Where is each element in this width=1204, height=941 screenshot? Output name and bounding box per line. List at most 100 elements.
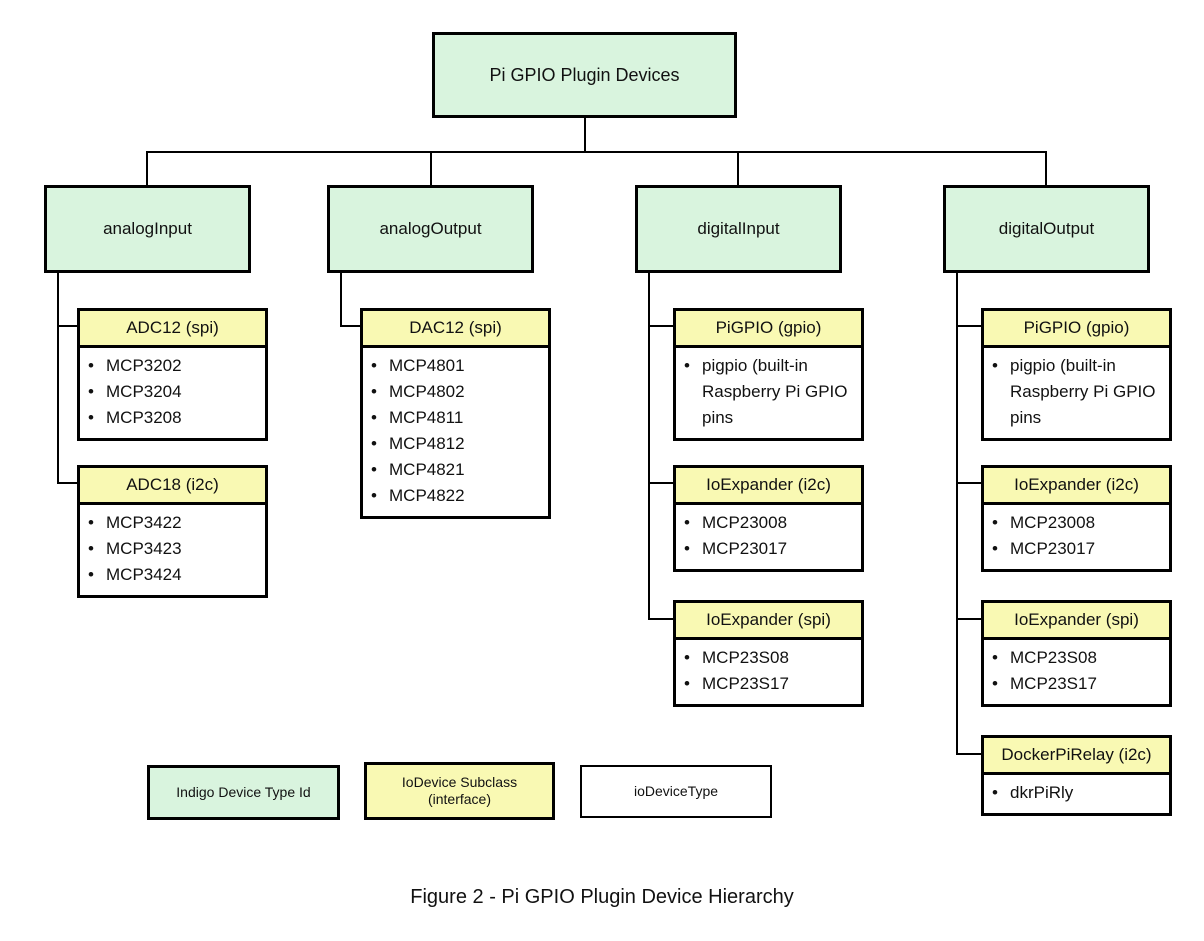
bullet-icon: • [371, 408, 377, 427]
bullet-icon: • [992, 648, 998, 667]
device-type-list: •MCP4801 •MCP4802 •MCP4811 •MCP4812 •MCP… [363, 348, 548, 516]
subclass-header: DockerPiRelay (i2c) [984, 738, 1169, 775]
bullet-icon: • [992, 539, 998, 558]
list-item: • MCP3204 [88, 379, 259, 405]
device-type: pigpio (built-in Raspberry Pi GPIO pins [702, 356, 848, 427]
list-item: • MCP4811 [371, 405, 542, 431]
legend-iodevice-subclass: IoDevice Subclass (interface) [364, 762, 555, 820]
device-type-list: •MCP23S08 •MCP23S17 [676, 640, 861, 704]
connector-root-to-bus [584, 117, 586, 152]
connector-drop-digital-input [737, 151, 739, 186]
legend-label: Indigo Device Type Id [176, 784, 311, 800]
device-type: MCP3422 [106, 513, 182, 532]
connector-stub-do-ioexpander-i2c [956, 482, 981, 484]
subclass-header: IoExpander (i2c) [984, 468, 1169, 505]
subclass-header: ADC12 (spi) [80, 311, 265, 348]
connector-stub-do-dockerpirelay [956, 753, 981, 755]
device-type: MCP23008 [1010, 513, 1096, 532]
bullet-icon: • [88, 565, 94, 584]
device-type: dkrPiRly [1010, 783, 1074, 802]
legend-label-line1: IoDevice Subclass [401, 774, 518, 790]
connector-bus [146, 151, 1047, 153]
device-type: MCP3202 [106, 356, 182, 375]
subclass-box-di-ioexpander-spi: IoExpander (spi) •MCP23S08 •MCP23S17 [673, 600, 864, 707]
device-type: MCP23008 [702, 513, 788, 532]
subclass-box-do-ioexpander-spi: IoExpander (spi) •MCP23S08 •MCP23S17 [981, 600, 1172, 707]
subclass-box-do-ioexpander-i2c: IoExpander (i2c) • MCP23008 • MCP23017 [981, 465, 1172, 572]
device-type: MCP23S08 [702, 648, 789, 667]
legend-label: ioDeviceType [633, 783, 719, 799]
list-item: •MCP3202 [88, 353, 259, 379]
bullet-icon: • [684, 356, 690, 375]
device-type: MCP4812 [389, 434, 465, 453]
connector-stub-do-ioexpander-spi [956, 618, 981, 620]
list-item: • MCP4822 [371, 483, 542, 509]
connector-trunk-analog-input [57, 272, 59, 484]
device-type: MCP3204 [106, 382, 182, 401]
category-label: digitalInput [697, 219, 780, 238]
connector-drop-analog-output [430, 151, 432, 186]
category-label: analogOutput [379, 219, 482, 238]
bullet-icon: • [88, 539, 94, 558]
list-item: • MCP23017 [684, 536, 855, 562]
list-item: •MCP4812 [371, 431, 542, 457]
list-item: • MCP4802 [371, 379, 542, 405]
legend-indigo-device-type-id: Indigo Device Type Id [147, 765, 340, 820]
list-item: • MCP3423 [88, 536, 259, 562]
category-label: digitalOutput [998, 219, 1095, 238]
connector-stub-di-pigpio [648, 325, 673, 327]
connector-drop-analog-input [146, 151, 148, 186]
device-type: MCP4801 [389, 356, 465, 375]
bullet-icon: • [88, 382, 94, 401]
subclass-header: IoExpander (spi) [984, 603, 1169, 640]
root-node-label: Pi GPIO Plugin Devices [489, 64, 680, 85]
device-type: MCP23017 [1010, 539, 1096, 558]
device-type: MCP23S08 [1010, 648, 1097, 667]
category-node-digital-output: digitalOutput [943, 185, 1150, 273]
subclass-box-do-dockerpirelay-i2c: DockerPiRelay (i2c) • dkrPiRly [981, 735, 1172, 816]
device-type: pigpio (built-in Raspberry Pi GPIO pins [1010, 356, 1156, 427]
device-type: MCP3423 [106, 539, 182, 558]
connector-trunk-digital-input [648, 272, 650, 620]
root-node-pi-gpio-plugin-devices: Pi GPIO Plugin Devices [432, 32, 737, 118]
list-item: •MCP23S08 [684, 645, 855, 671]
subclass-box-di-ioexpander-i2c: IoExpander (i2c) • MCP23008 • MCP23017 [673, 465, 864, 572]
list-item: • dkrPiRly [992, 780, 1163, 806]
subclass-box-do-pigpio-gpio: PiGPIO (gpio) •pigpio (built-in Raspberr… [981, 308, 1172, 441]
subclass-box-dac12-spi: DAC12 (spi) • MCP4801 • MCP4802 • MCP4811 •… [360, 308, 551, 519]
list-item: • MCP23008 [992, 510, 1163, 536]
subclass-header: DAC12 (spi) [363, 311, 548, 348]
device-type: MCP23017 [702, 539, 788, 558]
bullet-icon: • [992, 783, 998, 802]
list-item: • MCP23017 [992, 536, 1163, 562]
device-type: MCP4821 [389, 460, 465, 479]
connector-trunk-digital-output [956, 272, 958, 755]
list-item: • MCP23S08 [992, 645, 1163, 671]
list-item: • MCP3422 [88, 510, 259, 536]
device-type: MCP4811 [389, 408, 464, 427]
connector-stub-adc18 [57, 482, 77, 484]
bullet-icon: • [684, 513, 690, 532]
bullet-icon: • [371, 486, 377, 505]
device-type-list: • pigpio (built-in Raspberry Pi GPIO pins [676, 348, 861, 438]
category-node-analog-output: analogOutput [327, 185, 534, 273]
figure-caption: Figure 2 - Pi GPIO Plugin Device Hierarc… [410, 886, 794, 908]
subclass-header: IoExpander (i2c) [676, 468, 861, 505]
bullet-icon: • [992, 513, 998, 532]
list-item: •pigpio (built-in Raspberry Pi GPIO pins [992, 353, 1163, 431]
bullet-icon: • [88, 408, 94, 427]
list-item: • MCP23008 [684, 510, 855, 536]
bullet-icon: • [371, 356, 377, 375]
connector-drop-digital-output [1045, 151, 1047, 186]
bullet-icon: • [684, 539, 690, 558]
subclass-header: ADC18 (i2c) [80, 468, 265, 505]
device-type: MCP4822 [389, 486, 465, 505]
legend-label-line2: (interface) [427, 791, 492, 807]
bullet-icon: • [684, 674, 690, 693]
bullet-icon: • [371, 382, 377, 401]
bullet-icon: • [88, 513, 94, 532]
subclass-box-adc12-spi: ADC12 (spi) •MCP3202 •MCP3204 •MCP3208 [77, 308, 268, 441]
device-type: MCP4802 [389, 382, 465, 401]
device-type-list: • MCP23008 • MCP23017 [676, 505, 861, 569]
